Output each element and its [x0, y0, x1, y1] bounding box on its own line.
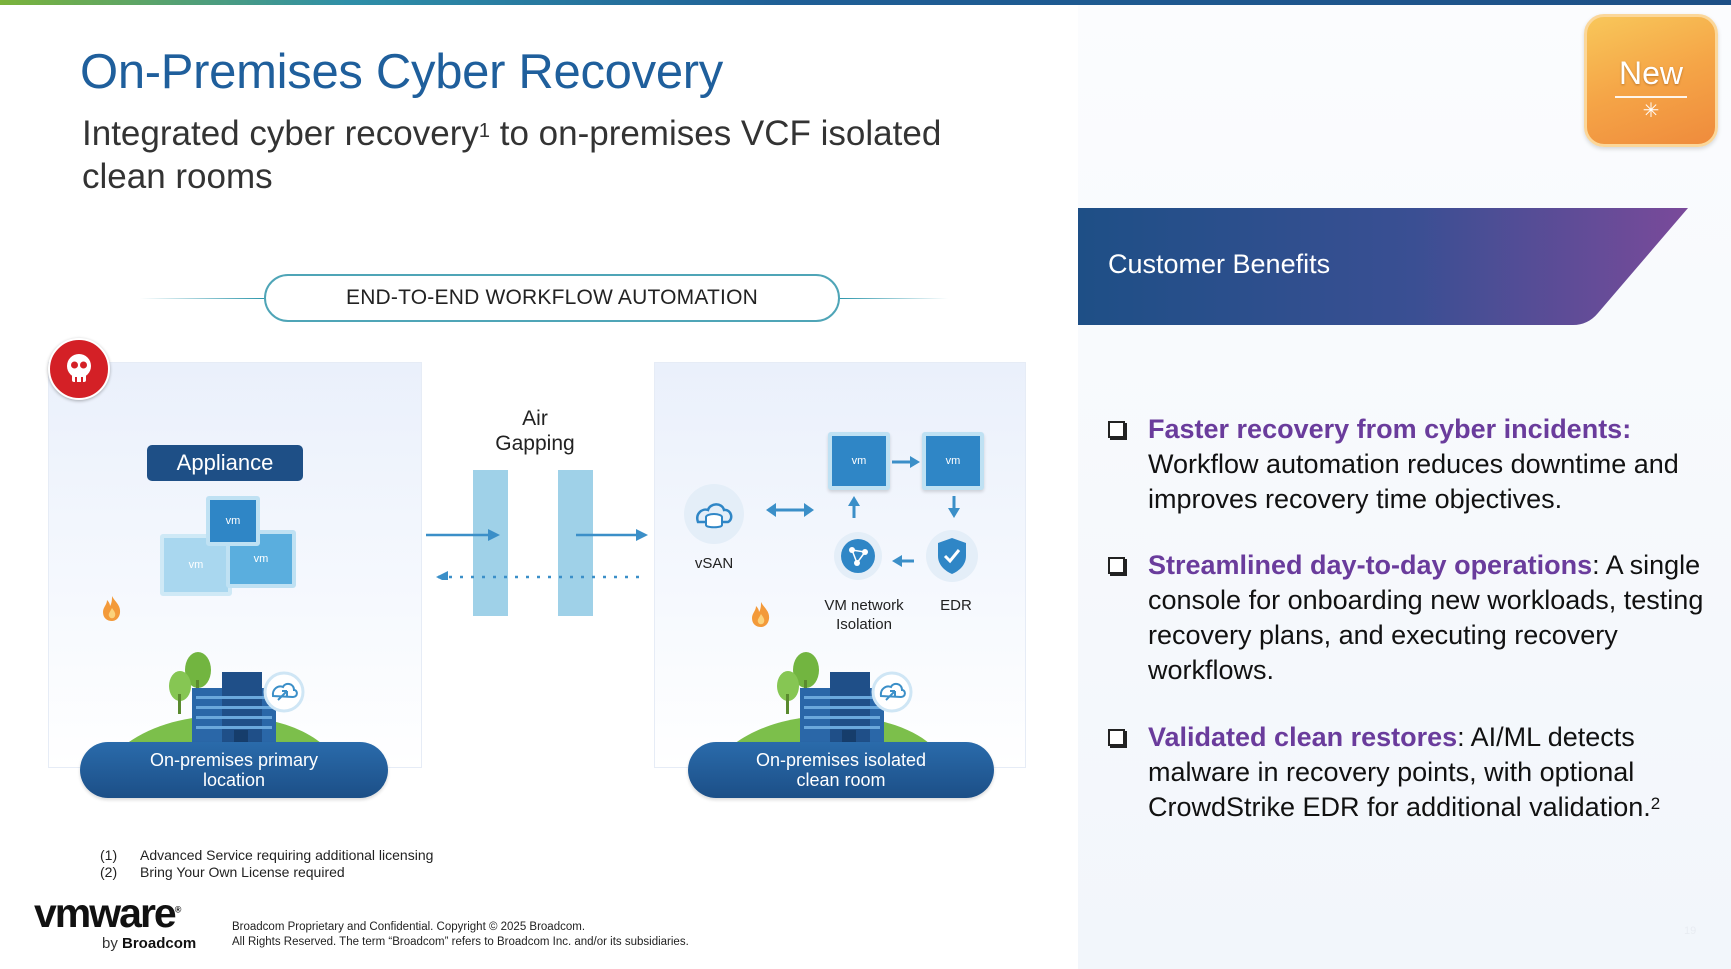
- page-title: On-Premises Cyber Recovery: [80, 45, 723, 99]
- sparkle-icon: ✳: [1642, 100, 1660, 122]
- workflow-line-right: [838, 298, 948, 299]
- vsan-icon: [684, 484, 744, 544]
- footnote: (2)Bring Your Own License required: [100, 864, 345, 880]
- replication-arrows: [426, 529, 648, 580]
- vm-icon: vm: [922, 432, 984, 490]
- benefits-panel: [1078, 5, 1731, 969]
- fire-icon: [752, 602, 770, 627]
- edr-label: EDR: [940, 597, 972, 614]
- footnote: (1)Advanced Service requiring additional…: [100, 847, 434, 863]
- benefits-title: Customer Benefits: [1108, 249, 1331, 279]
- air-gap-bar: [558, 470, 593, 616]
- data-center-building-icon: [126, 652, 322, 744]
- checkbox-icon: [1108, 421, 1125, 438]
- clean-room-building-icon: [734, 652, 930, 744]
- appliance-label: Appliance: [147, 445, 303, 481]
- bidirectional-arrow-icon: [766, 503, 814, 517]
- page-number: 19: [1684, 925, 1697, 937]
- vm-icon: vm: [828, 432, 890, 490]
- new-badge: New ✳: [1584, 14, 1718, 147]
- fire-icon: [103, 596, 121, 621]
- top-accent-bar: [0, 0, 1731, 5]
- air-gap-bar: [473, 470, 508, 616]
- shield-icon: [926, 530, 978, 582]
- workflow-line-left: [140, 298, 266, 299]
- vm-icon: vm: [206, 496, 260, 546]
- broadcom-byline: by Broadcom: [102, 935, 197, 952]
- vmware-logo: vmware®: [34, 890, 182, 936]
- workflow-automation-label: END-TO-END WORKFLOW AUTOMATION: [264, 274, 840, 322]
- vsan-label: vSAN: [694, 555, 734, 572]
- workflow-arrows: [848, 456, 960, 567]
- skull-icon: [48, 338, 110, 400]
- checkbox-icon: [1108, 557, 1125, 574]
- benefits-banner: [1078, 208, 1688, 325]
- copyright-notice: Broadcom Proprietary and Confidential. C…: [232, 921, 689, 948]
- checkbox-icon: [1108, 729, 1125, 746]
- page-subtitle: Integrated cyber recovery1 to on-premise…: [82, 114, 942, 196]
- network-isolation-icon: [834, 532, 882, 580]
